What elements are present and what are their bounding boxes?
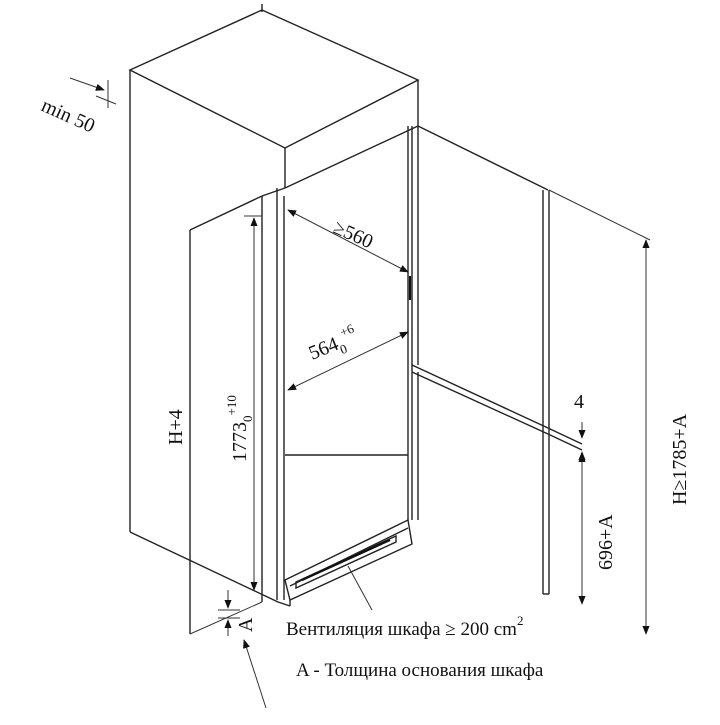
- dim-niche-height: 17730+10: [224, 215, 262, 591]
- cabinet-bottom-edge: [129, 531, 279, 603]
- dim-min-gap: min 50: [38, 77, 117, 137]
- dim-cabinet-height: H+4: [165, 409, 187, 445]
- dim-total-height: H≥1785+A: [548, 189, 691, 635]
- depth-label: ≥560: [330, 216, 376, 253]
- cabinet-outline: [128, 4, 420, 635]
- cabinet-base-plinth: [284, 518, 413, 601]
- dim-depth: ≥560: [287, 209, 409, 273]
- total-height-label: H≥1785+A: [669, 413, 691, 505]
- ventilation-grille: [295, 534, 397, 611]
- dim-door-height: 696+A: [578, 453, 617, 605]
- small-gap-label: 4: [574, 391, 584, 413]
- dim-base-thickness: A: [218, 590, 267, 709]
- refrigerator-doors: [408, 125, 583, 595]
- base-thickness-label: A: [235, 617, 257, 632]
- upper-door-top: [417, 125, 549, 191]
- min-gap-label: min 50: [38, 94, 98, 137]
- door-divider: [411, 364, 549, 429]
- door-height-label: 696+A: [595, 514, 617, 570]
- base-thickness-caption: A - Толщина основания шкафа: [296, 660, 544, 681]
- niche-height-label: 17730+10: [224, 395, 255, 462]
- ventilation-caption: Вентиляция шкафа ≥ 200 cm2: [286, 613, 523, 640]
- cabinet-top-face: [128, 9, 420, 149]
- dim-width: 5640+6: [287, 321, 409, 391]
- width-label: 5640+6: [304, 321, 363, 369]
- cabinet-height-label: H+4: [165, 409, 187, 445]
